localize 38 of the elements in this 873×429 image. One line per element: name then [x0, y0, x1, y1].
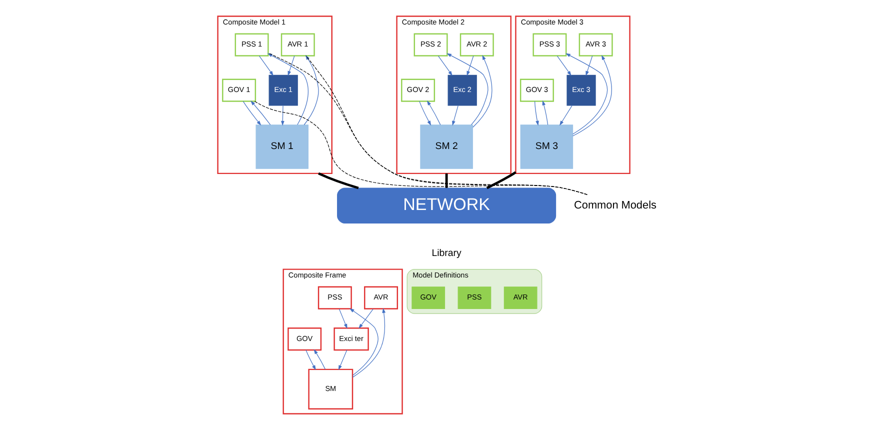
arrow — [556, 55, 571, 76]
connector — [318, 172, 358, 189]
label: Library — [431, 247, 461, 258]
arrow — [426, 100, 440, 125]
arrow — [542, 100, 548, 125]
arrow — [437, 55, 452, 76]
arrow — [287, 55, 294, 76]
arrow — [565, 52, 608, 134]
arrow — [466, 55, 474, 76]
arrow — [572, 54, 612, 136]
arrow — [338, 349, 347, 370]
arrow — [446, 52, 488, 125]
arrow — [338, 308, 347, 328]
node-box: SM 3 — [520, 124, 573, 168]
connector — [486, 170, 516, 189]
arrow — [305, 349, 316, 370]
arrow — [313, 348, 326, 370]
node-box: NETWORK — [336, 187, 556, 223]
arrow — [258, 55, 273, 76]
arrow — [472, 54, 492, 128]
arrow — [348, 308, 378, 376]
arrow — [280, 104, 284, 126]
arrow — [559, 104, 572, 126]
connector — [254, 100, 588, 194]
arrow — [358, 308, 374, 328]
arrow — [585, 55, 592, 76]
node-text: Common Models — [574, 198, 656, 211]
arrow — [452, 104, 458, 126]
arrow — [303, 54, 318, 125]
arrow — [534, 100, 538, 126]
arrow — [352, 308, 386, 378]
arrow — [250, 100, 270, 125]
arrow — [266, 52, 308, 125]
arrow — [242, 100, 261, 126]
arrow — [418, 100, 431, 126]
node-box: SM 1 — [255, 124, 308, 168]
node-box: SM 2 — [420, 124, 472, 168]
connector — [444, 172, 448, 188]
